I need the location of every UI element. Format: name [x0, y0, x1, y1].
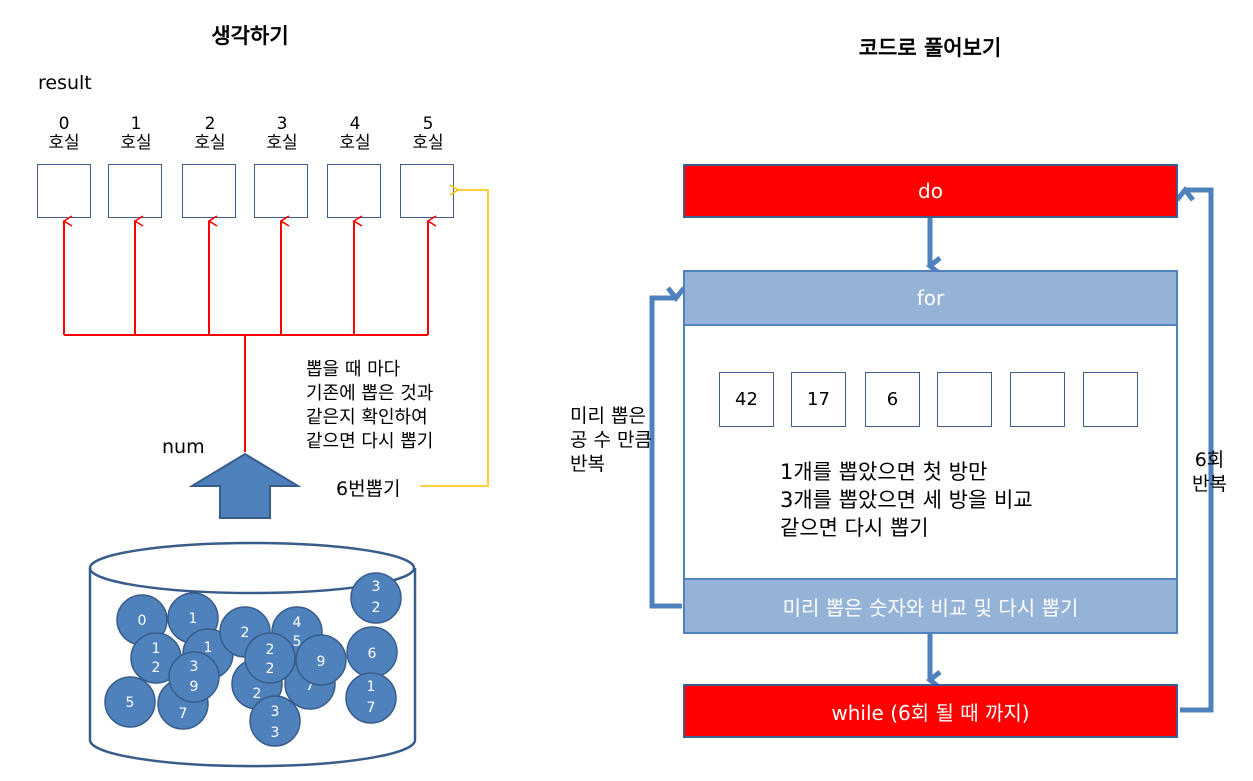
ball-11: 5	[104, 676, 156, 728]
ball-label: 1	[204, 640, 213, 656]
ball-label: 9	[317, 654, 326, 670]
compare-block: 미리 뽑은 숫자와 비교 및 다시 뽑기	[683, 578, 1178, 634]
room-label-4: 4 호실	[325, 115, 385, 153]
room-box-5	[400, 164, 454, 218]
ball-8: 22	[244, 632, 296, 684]
ball-label: 7	[179, 706, 188, 722]
ball-label: 5	[293, 634, 302, 650]
yellow-loop-line	[420, 184, 489, 487]
flow-arrows	[649, 185, 1214, 713]
ball-9: 9	[295, 634, 347, 686]
picked-slot-2: 6	[865, 372, 920, 427]
picked-slot-0: 42	[719, 372, 774, 427]
ball-label: 6	[368, 646, 377, 662]
ball-label: 1	[367, 679, 376, 695]
right-title: 코드로 풀어보기	[858, 36, 1002, 60]
inner-loop-label: 미리 뽑은 공 수 만큼 반복	[570, 405, 652, 475]
room-suffix: 호실	[339, 133, 371, 153]
ball-label: 1	[189, 611, 198, 627]
room-suffix: 호실	[266, 133, 298, 153]
room-label-2: 2 호실	[180, 115, 240, 153]
ball-16: 32	[350, 572, 402, 624]
picked-slot-5	[1083, 372, 1138, 427]
draw-count-label: 6번뽑기	[336, 478, 401, 500]
red-distribution	[62, 215, 437, 452]
room-suffix: 호실	[412, 133, 444, 153]
ball-label: 7	[306, 678, 315, 694]
room-number: 2	[204, 114, 216, 134]
room-suffix: 호실	[120, 133, 152, 153]
room-number: 3	[276, 114, 288, 134]
check-note: 뽑을 때 마다 기존에 뽑은 것과 같은지 확인하여 같으면 다시 뽑기	[306, 359, 434, 452]
room-number: 4	[349, 114, 361, 134]
room-box-2	[182, 164, 236, 218]
result-label: result	[38, 72, 92, 94]
ball-label: 3	[271, 704, 280, 720]
ball-label: 2	[152, 660, 161, 676]
ball-label: 2	[253, 686, 262, 702]
left-title: 생각하기	[211, 24, 289, 48]
ball-label: 0	[138, 613, 147, 629]
up-arrow	[188, 452, 302, 519]
ball-label: 3	[190, 659, 199, 675]
room-number: 0	[58, 114, 70, 134]
while-block: while (6회 될 때 까지)	[683, 684, 1178, 738]
for-block: for	[683, 270, 1178, 326]
ball-12: 39	[168, 651, 220, 703]
ball-label: 7	[367, 700, 376, 716]
ball-14: 6	[346, 626, 398, 678]
picked-slot-3	[937, 372, 992, 427]
ball-label: 2	[372, 600, 381, 616]
compare-explanation: 1개를 뽑았으면 첫 방만 3개를 뽑았으면 세 방을 비교 같으면 다시 뽑기	[780, 460, 1033, 540]
room-label-0: 0 호실	[34, 115, 94, 153]
room-box-0	[37, 164, 91, 218]
ball-label: 1	[152, 641, 161, 657]
ball-label: 5	[126, 695, 135, 711]
picked-slot-1: 17	[791, 372, 846, 427]
picked-slot-4	[1010, 372, 1065, 427]
ball-label: 9	[190, 679, 199, 695]
room-number: 5	[422, 114, 434, 134]
room-label-1: 1 호실	[106, 115, 166, 153]
ball-label: 2	[266, 661, 275, 677]
do-block: do	[683, 164, 1178, 218]
room-label-5: 5 호실	[398, 115, 458, 153]
room-suffix: 호실	[194, 133, 226, 153]
ball-13: 33	[249, 695, 301, 747]
outer-loop-label: 6회 반복	[1192, 449, 1227, 495]
room-number: 1	[130, 114, 142, 134]
ball-15: 17	[345, 672, 397, 724]
ball-label: 2	[241, 625, 250, 641]
room-suffix: 호실	[48, 133, 80, 153]
room-label-3: 3 호실	[252, 115, 312, 153]
ball-label: 3	[271, 725, 280, 741]
ball-label: 3	[372, 579, 381, 595]
ball-label: 4	[293, 615, 302, 631]
num-label: num	[162, 436, 205, 458]
ball-label: 2	[266, 642, 275, 658]
